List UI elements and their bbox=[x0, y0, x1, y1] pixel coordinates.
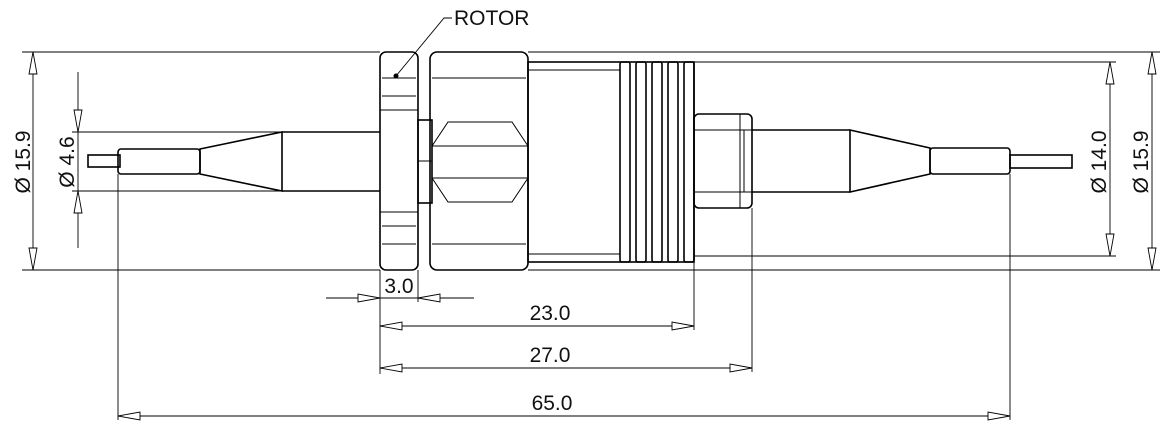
right-body-diameter-dim: Ø 14.0 bbox=[694, 61, 1116, 257]
small-hex bbox=[693, 113, 753, 209]
left-pin-body bbox=[117, 148, 201, 175]
main-body bbox=[527, 61, 695, 263]
left-shaft-diameter-label: Ø 4.6 bbox=[56, 136, 79, 187]
right-pin-body bbox=[929, 147, 1011, 175]
left-outer-diameter-dim: Ø 15.9 bbox=[12, 51, 380, 271]
rotor-outline bbox=[379, 51, 419, 271]
length-b-dim: 27.0 bbox=[379, 208, 753, 373]
overall-length-dim: 65.0 bbox=[117, 174, 1011, 421]
left-taper bbox=[199, 131, 283, 192]
small-hex-outline bbox=[693, 113, 753, 209]
right-taper bbox=[849, 129, 931, 193]
left-shaft bbox=[87, 131, 380, 192]
right-outer-diameter-dim: Ø 15.9 bbox=[528, 51, 1160, 271]
rotor-leader-line bbox=[395, 17, 452, 77]
length-b-label: 27.0 bbox=[530, 344, 571, 367]
length-a-label: 23.0 bbox=[530, 302, 571, 325]
left-outer-diameter-label: Ø 15.9 bbox=[12, 130, 35, 193]
left-shaft-diameter-dim: Ø 4.6 bbox=[56, 72, 282, 248]
right-outer-diameter-label: Ø 15.9 bbox=[1130, 130, 1153, 193]
right-pin-tip bbox=[1009, 154, 1073, 169]
overall-length-label: 65.0 bbox=[532, 392, 573, 415]
rotor-nut bbox=[379, 51, 419, 271]
hex-outline bbox=[429, 51, 529, 271]
left-pin-tip bbox=[87, 154, 121, 168]
length-a-dim: 23.0 bbox=[379, 262, 695, 331]
body-outline bbox=[527, 61, 695, 263]
grip-grooves bbox=[619, 61, 695, 263]
rotor-width-dim: 3.0 bbox=[326, 270, 474, 374]
right-shaft bbox=[752, 129, 1073, 193]
rotor-width-label: 3.0 bbox=[384, 275, 413, 298]
rotor-label: ROTOR bbox=[454, 7, 529, 30]
hex-body bbox=[429, 51, 529, 271]
right-body-diameter-label: Ø 14.0 bbox=[1088, 130, 1111, 193]
hex-face bbox=[431, 121, 529, 203]
